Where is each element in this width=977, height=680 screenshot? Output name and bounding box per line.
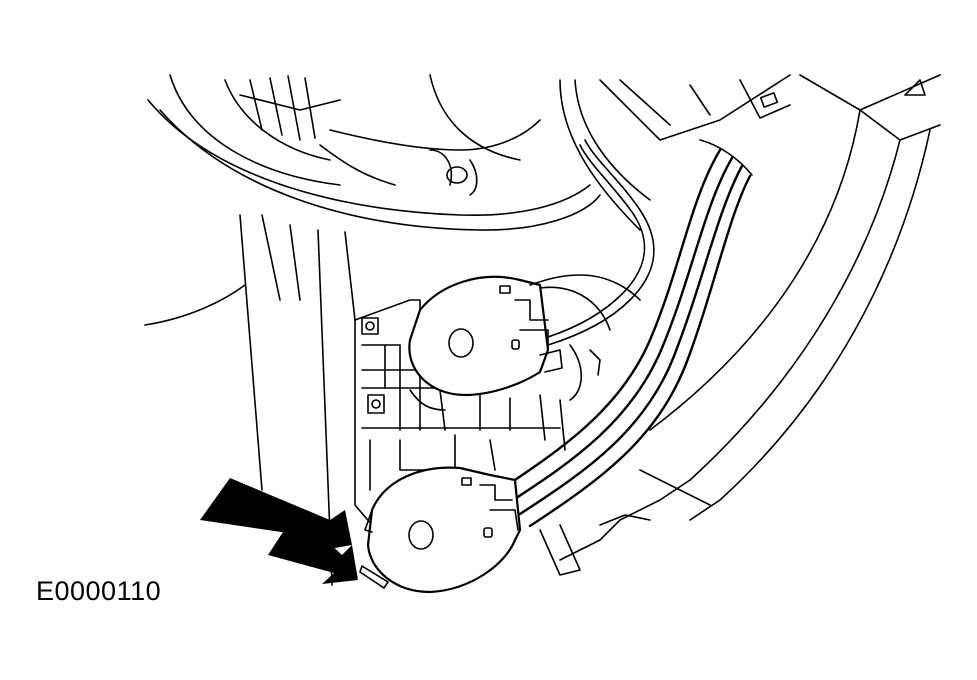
lower-sensor [359, 466, 522, 594]
figure-id-label: E0000110 [36, 576, 162, 606]
steering-column-housing [147, 74, 601, 231]
mounting-plate [354, 286, 611, 526]
upper-sensor [408, 275, 563, 397]
upper-sensor-wire [529, 139, 655, 346]
wire-harness [498, 139, 753, 528]
side-panel [539, 74, 941, 576]
arrow-icon [268, 512, 358, 584]
